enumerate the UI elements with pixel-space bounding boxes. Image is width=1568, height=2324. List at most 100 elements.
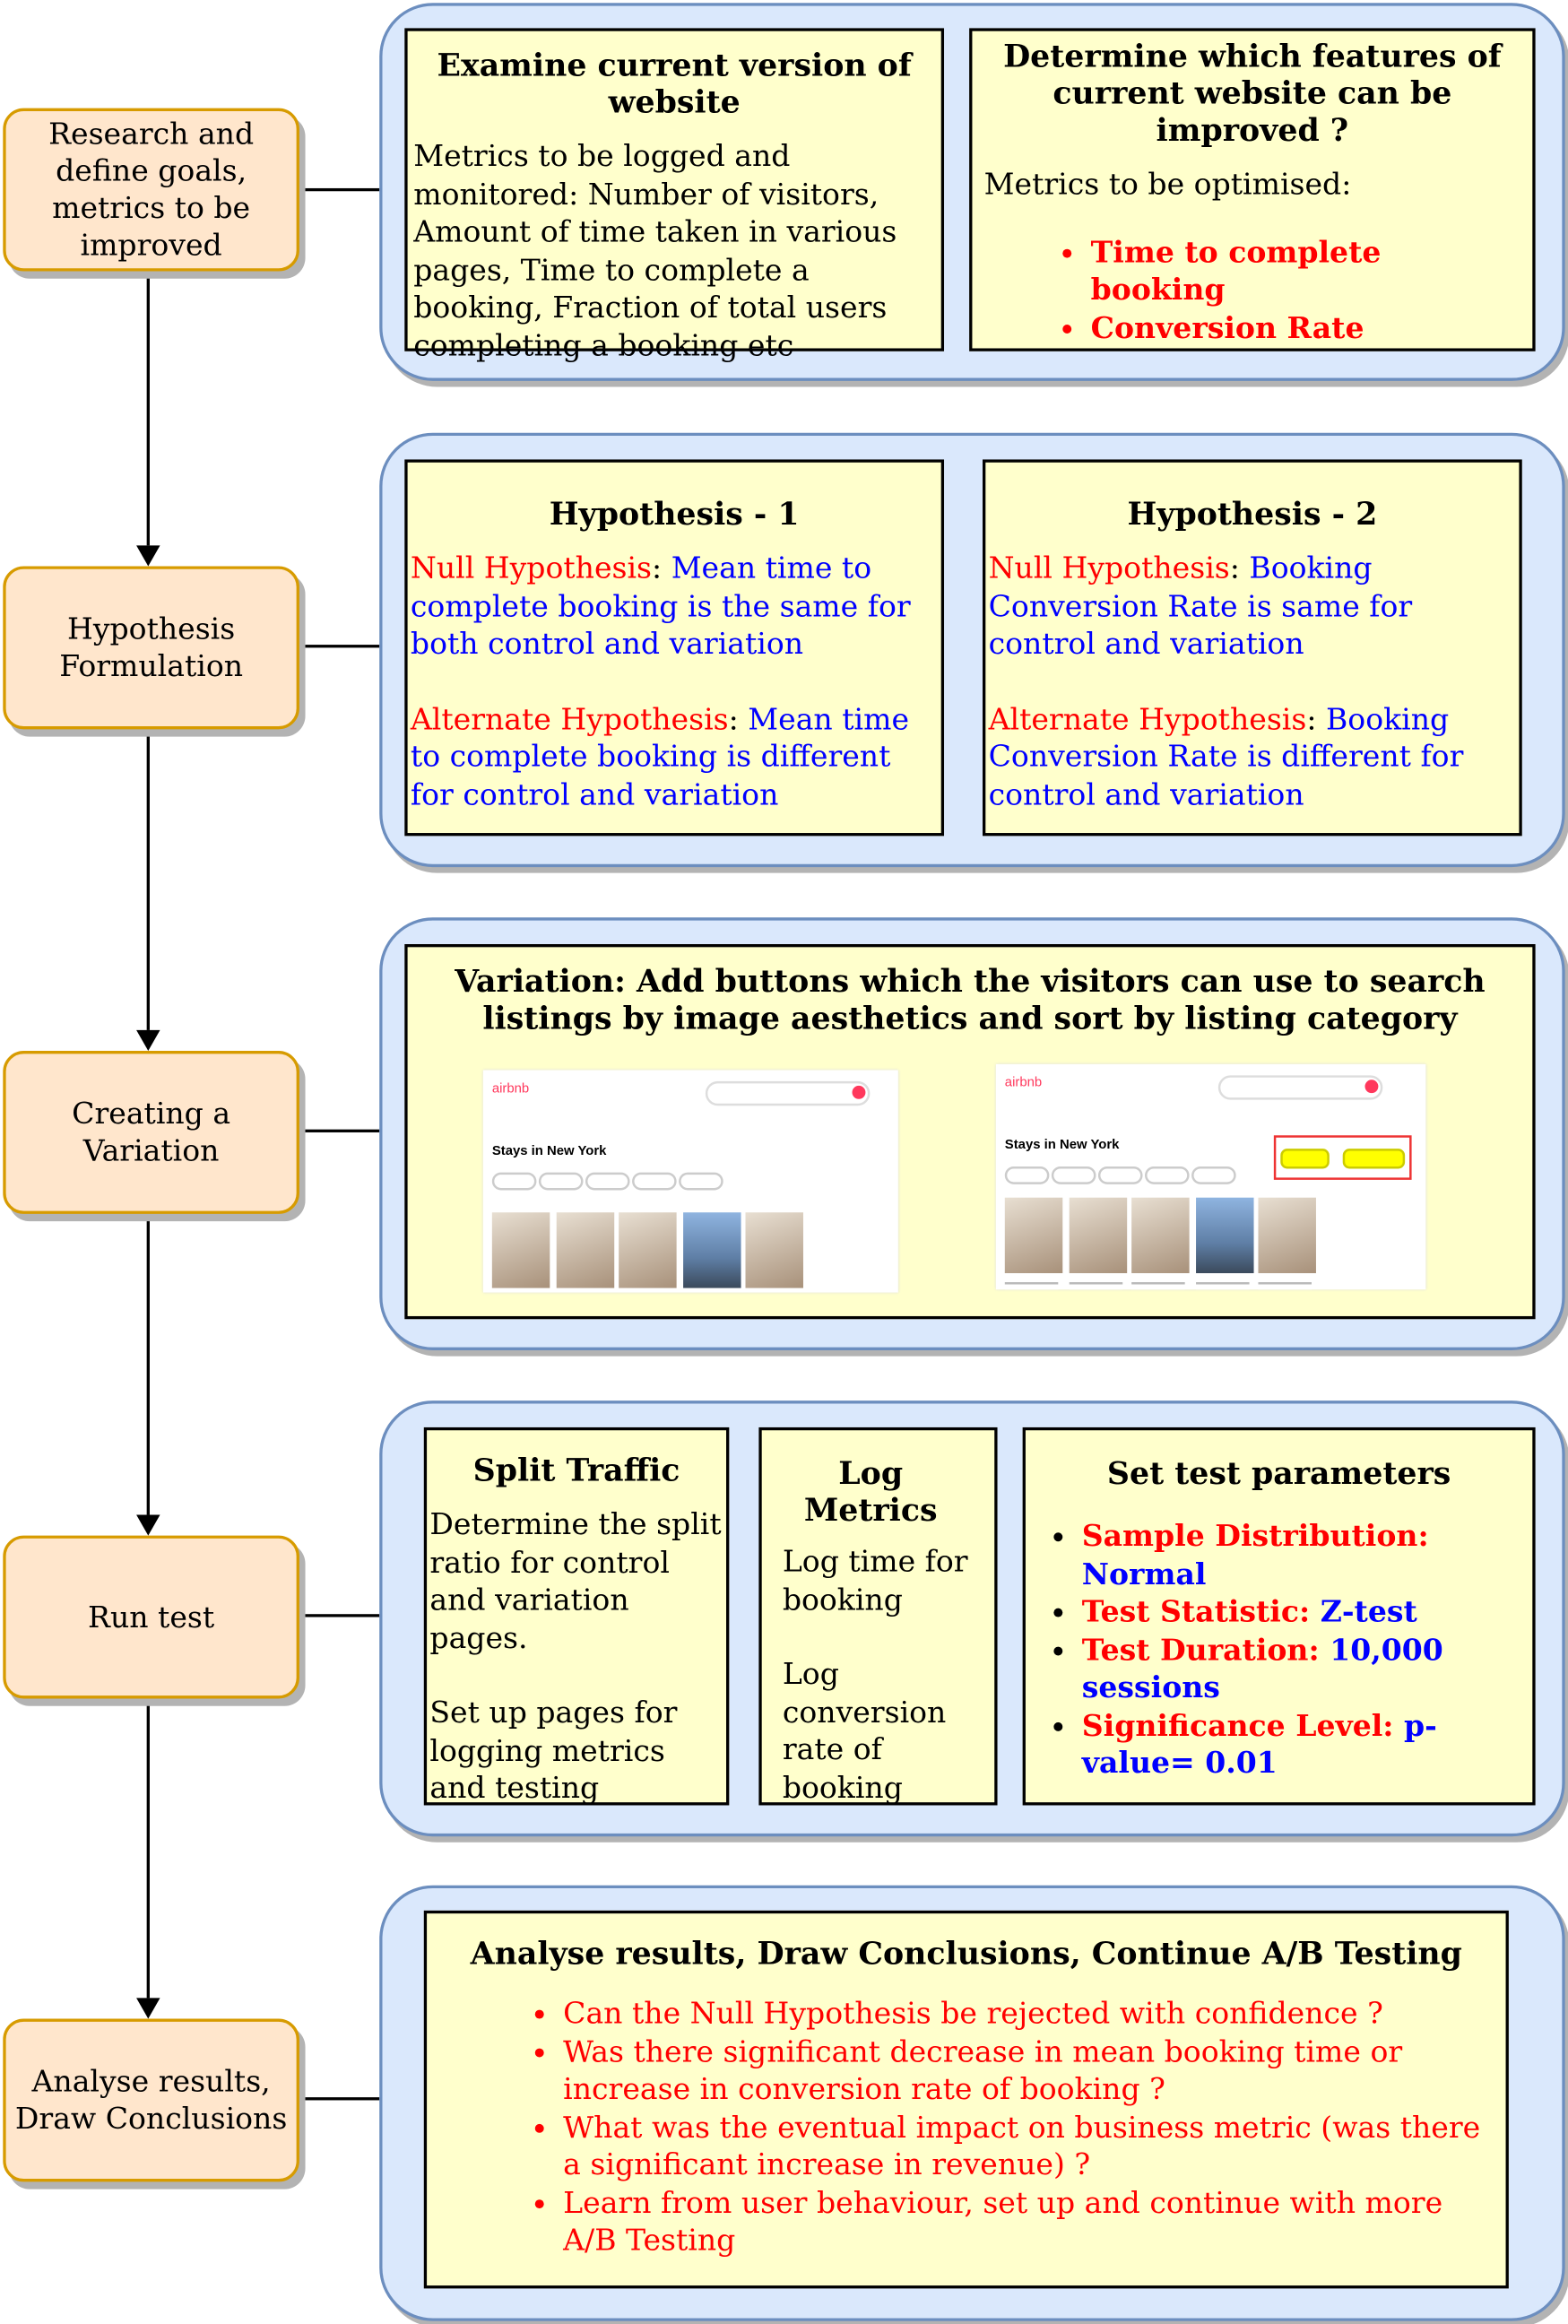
null-text: Booking Conversion Rate is same for cont… xyxy=(988,550,1413,662)
screenshot-heading: Stays in New York xyxy=(1004,1140,1120,1154)
step-label: Research and define goals, metrics to be… xyxy=(48,115,255,263)
search-icon xyxy=(852,1085,866,1099)
filter-chip xyxy=(1145,1166,1190,1184)
connector xyxy=(146,1210,150,1515)
connector xyxy=(146,271,150,546)
metric-item: Time to complete booking xyxy=(1091,233,1520,308)
search-bar xyxy=(1217,1075,1383,1100)
analyse-title: Analyse results, Draw Conclusions, Conti… xyxy=(470,1934,1462,1972)
split-traffic-box: Split Traffic Determine the split ratio … xyxy=(423,1426,730,1806)
filter-chip xyxy=(1004,1166,1050,1184)
test-parameters-box: Set test parameters Sample Distribution:… xyxy=(1022,1426,1536,1806)
listing-text xyxy=(1131,1281,1185,1290)
null-text: Mean time to complete booking is the sam… xyxy=(410,550,911,662)
arrow-icon xyxy=(136,545,160,567)
alt-label: Alternate Hypothesis xyxy=(988,700,1307,736)
step-variation: Creating a Variation xyxy=(3,1051,299,1214)
analyse-item: What was the eventual impact on business… xyxy=(563,2109,1491,2184)
connector xyxy=(296,1129,380,1132)
arrow-icon xyxy=(136,1998,160,2019)
param-label: Significance Level: xyxy=(1081,1706,1394,1743)
split-text: Determine the split ratio for control an… xyxy=(429,1505,722,1655)
params-title: Set test parameters xyxy=(1106,1453,1451,1492)
param-label: Test Statistic: xyxy=(1081,1593,1311,1629)
screenshot-heading: Stays in New York xyxy=(491,1145,607,1159)
log-text: Log time for booking xyxy=(782,1542,968,1617)
log-text: Log conversion rate of booking xyxy=(782,1655,947,1805)
analyse-item: Learn from user behaviour, set up and co… xyxy=(563,2184,1491,2259)
determine-box: Determine which features of current webs… xyxy=(969,28,1536,351)
listing-text xyxy=(1194,1281,1249,1290)
highlight-box xyxy=(1273,1135,1412,1180)
hypothesis-title: Hypothesis - 2 xyxy=(1127,495,1378,533)
search-bar xyxy=(705,1080,871,1106)
split-title: Split Traffic xyxy=(472,1451,680,1488)
analyse-item: Can the Null Hypothesis be rejected with… xyxy=(563,1995,1491,2033)
listing-image xyxy=(491,1212,550,1288)
filter-chip xyxy=(1051,1166,1096,1184)
listing-image xyxy=(1004,1197,1063,1274)
search-icon xyxy=(1364,1080,1379,1094)
arrow-icon xyxy=(136,1514,160,1536)
connector xyxy=(146,726,150,1030)
param-value: Z-test xyxy=(1320,1593,1417,1629)
listing-text xyxy=(1068,1281,1122,1290)
param-item: Sample Distribution: Normal xyxy=(1082,1518,1520,1593)
log-metrics-box: Log Metrics Log time for booking Log con… xyxy=(758,1426,998,1806)
hypothesis-2-box: Hypothesis - 2 Null Hypothesis: Booking … xyxy=(983,459,1522,837)
analyse-item: Was there significant decrease in mean b… xyxy=(563,2033,1491,2108)
airbnb-logo: airbnb xyxy=(1004,1077,1043,1091)
new-button xyxy=(1342,1149,1406,1169)
alt-text: Mean time to complete booking is differe… xyxy=(410,700,910,812)
examine-box: Examine current version of website Metri… xyxy=(404,28,945,362)
listing-text xyxy=(1258,1281,1312,1290)
param-value: p-value= 0.01 xyxy=(1081,1706,1437,1781)
metric-item: Conversion Rate xyxy=(1091,309,1520,347)
param-label: Test Duration: xyxy=(1081,1631,1320,1667)
null-label: Null Hypothesis xyxy=(410,550,653,585)
step-research: Research and define goals, metrics to be… xyxy=(3,108,299,272)
hypothesis-title: Hypothesis - 1 xyxy=(549,495,800,533)
listing-image xyxy=(1131,1197,1190,1274)
step-hypothesis: Hypothesis Formulation xyxy=(3,566,299,730)
alt-text: Booking Conversion Rate is different for… xyxy=(988,700,1464,812)
connector xyxy=(296,187,380,192)
connector xyxy=(296,645,380,648)
listing-image xyxy=(555,1212,613,1288)
param-value: Normal xyxy=(1081,1555,1207,1591)
airbnb-logo: airbnb xyxy=(491,1083,530,1097)
step-label: Analyse results, Draw Conclusions xyxy=(14,2063,288,2137)
listing-image xyxy=(619,1212,677,1288)
listing-image xyxy=(745,1212,803,1288)
listing-image xyxy=(1194,1197,1253,1274)
step-label: Run test xyxy=(88,1598,215,1635)
listing-image xyxy=(1258,1197,1316,1274)
listing-image xyxy=(1068,1197,1126,1274)
connector xyxy=(146,1695,150,1999)
determine-title: Determine which features of current webs… xyxy=(1003,37,1502,149)
log-title: Log Metrics xyxy=(803,1453,938,1529)
step-label: Hypothesis Formulation xyxy=(59,611,244,684)
param-label: Sample Distribution: xyxy=(1081,1517,1429,1554)
connector xyxy=(296,2097,380,2101)
connector xyxy=(296,1614,380,1617)
filter-chip xyxy=(1191,1166,1236,1184)
param-item: Test Statistic: Z-test xyxy=(1082,1593,1520,1631)
variation-title: Variation: Add buttons which the visitor… xyxy=(455,961,1486,1036)
step-run-test: Run test xyxy=(3,1535,299,1699)
filter-chip xyxy=(585,1172,630,1191)
alt-label: Alternate Hypothesis xyxy=(410,700,729,736)
hypothesis-1-box: Hypothesis - 1 Null Hypothesis: Mean tim… xyxy=(404,459,945,837)
null-label: Null Hypothesis xyxy=(988,550,1230,585)
examine-text: Metrics to be logged and monitored: Numb… xyxy=(413,137,897,363)
listing-text xyxy=(1004,1281,1059,1290)
filter-chip xyxy=(491,1172,537,1191)
listing-image xyxy=(681,1212,741,1288)
param-value: 10,000 sessions xyxy=(1081,1631,1443,1705)
filter-chip xyxy=(632,1172,677,1191)
determine-text: Metrics to be optimised: xyxy=(983,166,1352,202)
filter-chip xyxy=(1097,1166,1143,1184)
